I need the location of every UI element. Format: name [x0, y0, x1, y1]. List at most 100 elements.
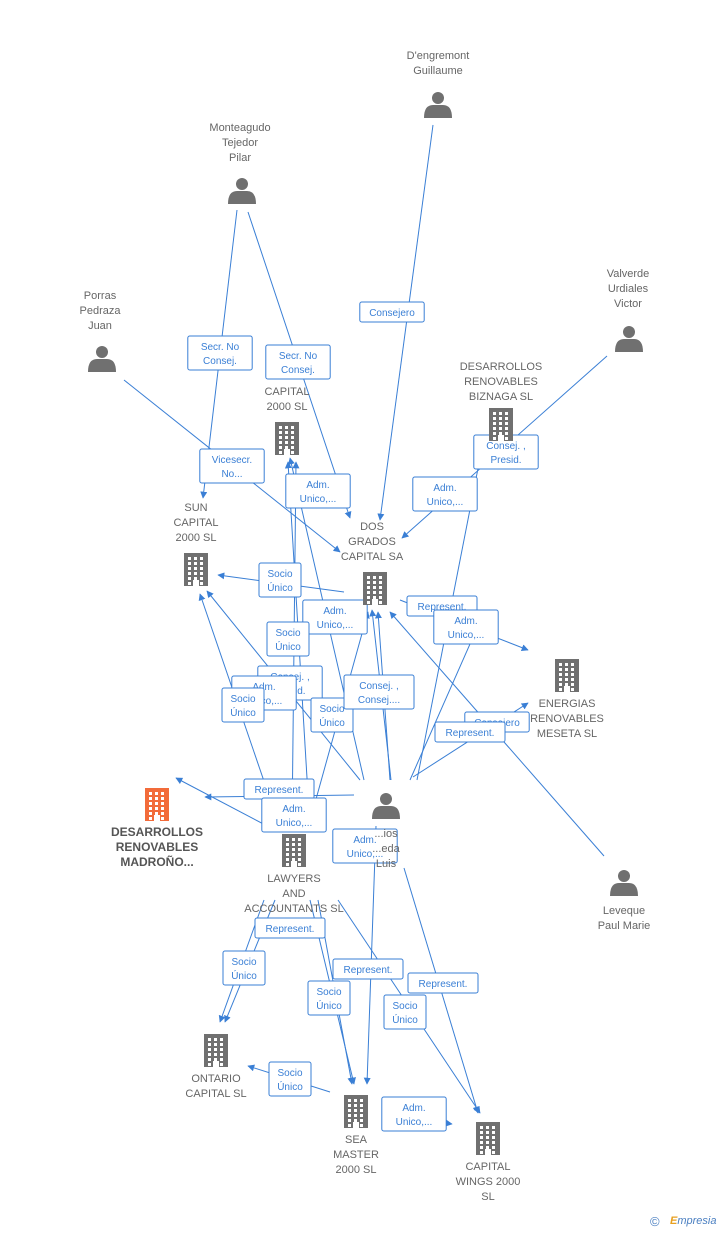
- node-label: 2000 SL: [176, 532, 217, 544]
- edge-label[interactable]: Represent.: [407, 972, 479, 994]
- edge-label[interactable]: Consej. ,Consej....: [343, 674, 415, 710]
- edge-label-text: Único: [392, 1013, 418, 1026]
- node-label: CAPITAL: [465, 1161, 510, 1173]
- person-icon: [610, 870, 638, 896]
- edge-label[interactable]: Adm.Unico,...: [433, 609, 499, 645]
- node-label: RENOVABLES: [530, 713, 604, 725]
- node-energias[interactable]: ENERGIAS RENOVABLES MESETA SL: [530, 659, 604, 740]
- node-label: D'engremont: [407, 50, 470, 62]
- edge-label-text: Único: [230, 706, 256, 719]
- node-label: Guillaume: [413, 65, 463, 77]
- node-label: BIZNAGA SL: [469, 391, 533, 403]
- edge-label-text: Socio: [277, 1068, 302, 1079]
- brand-initial: E: [670, 1215, 678, 1227]
- edge-label-text: Unico,...: [347, 849, 384, 860]
- edge-label[interactable]: Represent.: [434, 721, 506, 743]
- node-label: GRADOS: [348, 536, 396, 548]
- building-icon: [555, 659, 579, 692]
- edge-label-text: Socio: [392, 1001, 417, 1012]
- building-icon: [184, 553, 208, 586]
- edge-label-text: Socio: [316, 987, 341, 998]
- node-label: Leveque: [603, 905, 645, 917]
- node-label: Luis: [376, 858, 397, 870]
- node-label: Juan: [88, 320, 112, 332]
- node-label: Paul Marie: [598, 920, 651, 932]
- node-label: SUN: [184, 502, 207, 514]
- edge-label[interactable]: Adm.Unico,...: [412, 476, 478, 512]
- node-ontario[interactable]: ONTARIO CAPITAL SL: [185, 1034, 247, 1100]
- node-label: DESARROLLOS: [460, 361, 543, 373]
- node-label: ONTARIO: [191, 1073, 241, 1085]
- building-icon: [282, 834, 306, 867]
- node-label: SL: [481, 1191, 494, 1203]
- node-madrono[interactable]: DESARROLLOSRENOVABLESMADROÑO...: [111, 788, 203, 869]
- node-label: CAPITAL SL: [185, 1088, 246, 1100]
- edge-label-text: Consejero: [369, 308, 415, 319]
- edge-label[interactable]: Adm.Unico,...: [285, 473, 351, 509]
- person-icon: [88, 346, 116, 372]
- edge-label-text: Adm.: [323, 606, 346, 617]
- building-icon: [363, 572, 387, 605]
- node-label: MADROÑO...: [120, 854, 193, 869]
- node-label: AND: [282, 888, 305, 900]
- edge-label-text: Vicesecr.: [212, 455, 252, 466]
- edge-label[interactable]: Adm.Unico,...: [302, 599, 368, 635]
- edge-label[interactable]: Adm.Unico,...: [381, 1096, 447, 1132]
- edge-label-text: Adm.: [252, 682, 275, 693]
- node-label: ENERGIAS: [539, 698, 596, 710]
- edge-label-box: [332, 828, 398, 864]
- edge-label-box: [265, 344, 331, 380]
- edge-label[interactable]: Represent.: [243, 778, 315, 800]
- edge-label[interactable]: Consejero: [359, 301, 425, 323]
- node-label: Pedraza: [80, 305, 122, 317]
- edge-label[interactable]: Adm.Unico,...: [332, 828, 398, 864]
- edge-label-text: Socio: [275, 628, 300, 639]
- edge-label-box: [199, 448, 265, 484]
- building-icon: [204, 1034, 228, 1067]
- edge-label-text: Consej. ,: [359, 681, 398, 692]
- edge-label-text: Único: [231, 969, 257, 982]
- node-label: Urdiales: [608, 283, 649, 295]
- edge-label-text: Unico,...: [300, 494, 337, 505]
- node-label: MESETA SL: [537, 728, 597, 740]
- edge-label-text: Unico,...: [396, 1117, 433, 1128]
- edge-label-box: [254, 917, 326, 939]
- node-label: RENOVABLES: [116, 840, 198, 854]
- edge-label-text: Único: [275, 640, 301, 653]
- edge-antonio-seamaster: [363, 825, 377, 1085]
- edge-label[interactable]: Represent.: [254, 917, 326, 939]
- edge-label-text: Unico,...: [448, 630, 485, 641]
- edge-label[interactable]: Adm.Unico,...: [261, 797, 327, 833]
- node-label: 2000 SL: [336, 1164, 377, 1176]
- brand-logo[interactable]: Empresia: [670, 1215, 716, 1227]
- edge-label-box: [433, 609, 499, 645]
- edge-label[interactable]: Vicesecr.No...: [199, 448, 265, 484]
- edge-label-text: Adm.: [433, 483, 456, 494]
- edge-lawyers-madrono: [175, 777, 272, 829]
- edge-label[interactable]: Represent.: [332, 958, 404, 980]
